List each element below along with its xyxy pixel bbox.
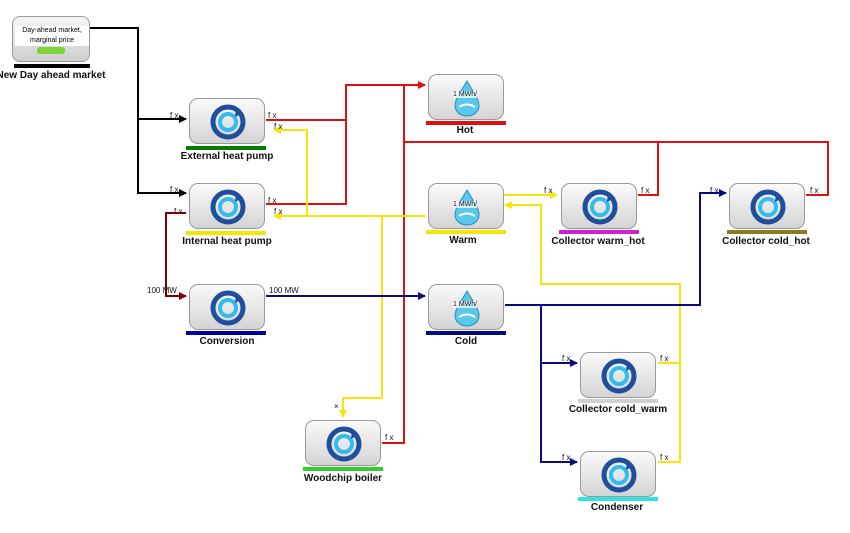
fx-collector-cold-hot-in: f x <box>710 186 719 195</box>
wire-collectors-hot <box>404 141 659 196</box>
cycle-icon <box>210 104 246 140</box>
collector-warm-hot-node[interactable] <box>561 183 637 229</box>
cold-label: Cold <box>454 336 478 347</box>
conversion-bar <box>186 331 266 335</box>
fx-condenser-in: f x <box>562 453 571 462</box>
wire-internal-hot <box>266 120 347 205</box>
fx-collector-warm-hot-in: f x <box>544 186 553 195</box>
conversion-label: Conversion <box>199 336 255 347</box>
water-drop-icon <box>454 80 480 117</box>
internal-heat-pump-label: Internal heat pump <box>182 236 272 247</box>
collector-warm-hot-label: Collector warm_hot <box>551 236 645 247</box>
wire-boiler-hot <box>382 85 405 444</box>
cycle-icon <box>582 189 618 225</box>
collector-warm-hot-bar <box>559 230 639 234</box>
external-heat-pump-label: External heat pump <box>180 151 274 162</box>
fx-collector-cold-warm-out: f x <box>660 354 669 363</box>
wire-warm-boiler <box>339 216 383 418</box>
wire-cold-condenser <box>540 363 578 466</box>
wire-returns-warm <box>504 201 681 364</box>
fx-internal-in: f x <box>170 185 179 194</box>
wire-market-external <box>90 27 187 123</box>
collector-cold-hot-label: Collector cold_hot <box>722 236 810 247</box>
cycle-icon <box>326 426 362 462</box>
external-heat-pump-node[interactable] <box>189 98 265 144</box>
wire-external-hot <box>266 81 426 121</box>
fx-collector-cold-hot-out: f x <box>810 186 819 195</box>
hot-bar <box>426 121 506 125</box>
market-line-1: Day-ahead market, <box>22 27 82 34</box>
warm-volume: 1 MWh/ <box>453 201 478 208</box>
market-price-node[interactable]: Day-ahead market, marginal price <box>12 16 90 62</box>
wire-market-internal <box>137 119 187 197</box>
warm-label: Warm <box>449 235 477 246</box>
boiler-input-marker: × <box>334 402 339 411</box>
market-line-2: marginal price <box>30 37 74 44</box>
fx-internal-fuel: f x <box>174 207 183 216</box>
cycle-icon <box>210 189 246 225</box>
condenser-bar <box>578 497 658 501</box>
fx-external-warm: f x <box>274 122 283 131</box>
fx-external-in: f x <box>170 111 179 120</box>
wire-condenser-warm <box>658 363 681 463</box>
cycle-icon <box>601 358 637 394</box>
conversion-output-label: 100 MW <box>269 286 299 295</box>
condenser-node[interactable] <box>580 451 656 497</box>
external-heat-pump-bar <box>186 146 266 150</box>
collector-cold-warm-bar <box>578 399 658 403</box>
internal-heat-pump-bar <box>186 231 266 235</box>
cold-volume: 1 MWh/ <box>453 301 478 308</box>
warm-storage-node[interactable]: 1 MWh/ <box>428 183 504 229</box>
woodchip-boiler-label: Woodchip boiler <box>303 473 383 484</box>
conversion-node[interactable] <box>189 284 265 330</box>
woodchip-boiler-node[interactable] <box>305 420 381 466</box>
wire-cold-collector-hot <box>505 189 727 306</box>
wire-fuel-conversion <box>165 212 187 300</box>
fx-condenser-out: f x <box>660 453 669 462</box>
wire-warm-external <box>273 126 308 216</box>
internal-heat-pump-node[interactable] <box>189 183 265 229</box>
market-price-text: Day-ahead market, marginal price <box>15 26 89 46</box>
plug-icon <box>37 47 65 54</box>
fx-internal-out: f x <box>268 196 277 205</box>
cold-storage-node[interactable]: 1 MWh/ <box>428 284 504 330</box>
collector-cold-warm-node[interactable] <box>580 352 656 398</box>
collector-cold-hot-bar <box>727 230 807 234</box>
water-drop-icon <box>454 290 480 327</box>
cycle-icon <box>750 189 786 225</box>
fx-internal-warm: f x <box>274 207 283 216</box>
cycle-icon <box>210 290 246 326</box>
cycle-icon <box>601 457 637 493</box>
fx-collector-warm-hot-out: f x <box>641 186 650 195</box>
collector-cold-warm-label: Collector cold_warm <box>568 404 668 415</box>
warm-bar <box>426 230 506 234</box>
hot-volume: 1 MWh/ <box>453 91 478 98</box>
collector-cold-hot-node[interactable] <box>729 183 805 229</box>
fx-external-out: f x <box>268 111 277 120</box>
cold-bar <box>426 331 506 335</box>
market-label: New Day ahead market <box>0 70 106 81</box>
market-color-bar <box>14 64 90 68</box>
fx-collector-cold-warm-in: f x <box>562 354 571 363</box>
woodchip-boiler-bar <box>303 467 383 471</box>
conversion-input-label: 100 MW <box>147 286 177 295</box>
fx-boiler-out: f x <box>385 433 394 442</box>
hot-label: Hot <box>456 125 474 136</box>
hot-storage-node[interactable]: 1 MWh/ <box>428 74 504 120</box>
wire-collector-cold-hot <box>658 141 829 196</box>
wire-cold-collector-warm <box>540 305 578 367</box>
condenser-label: Condenser <box>590 502 644 513</box>
